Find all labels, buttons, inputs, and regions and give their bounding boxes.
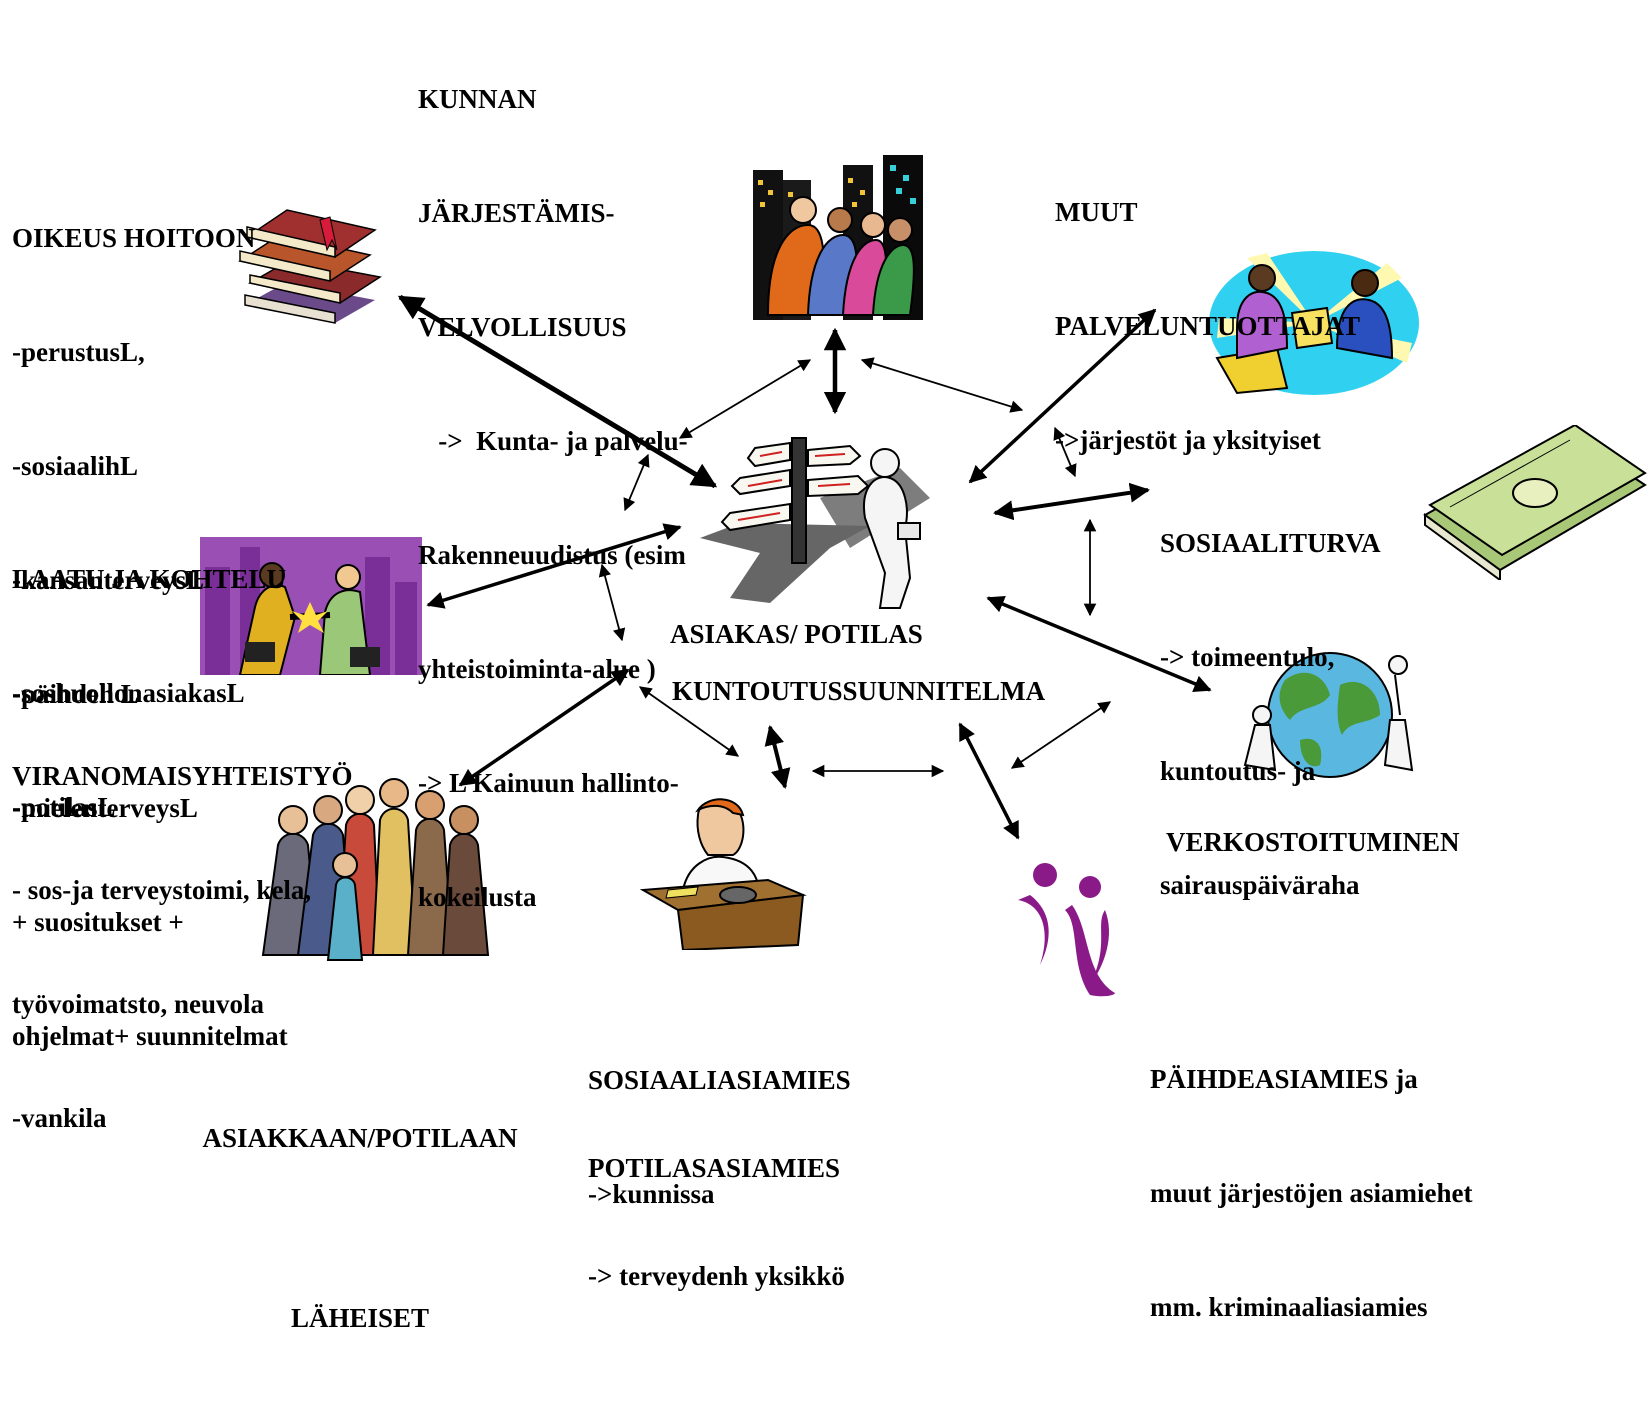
viranomais-line: - sos-ja terveystoimi, kela, — [12, 875, 312, 905]
laatu-line: LAATU JA KOHTELU — [12, 564, 287, 594]
phone-person-icon — [639, 798, 807, 950]
arrow-viranomais — [458, 668, 630, 787]
sosiaaliturva-line: kuntoutus- ja — [1160, 756, 1316, 786]
business-people-icon — [753, 155, 923, 320]
arrow-laatu — [426, 523, 682, 609]
kunta-block: KUNNAN JÄRJESTÄMIS- VELVOLLISUUS -> Kunt… — [418, 4, 688, 954]
muut-block: MUUT PALVELUNTUOTTAJAT ->järjestöt ja yk… — [1055, 117, 1360, 497]
sosiaaliturva-line: -> toimeentulo, — [1160, 642, 1335, 672]
potilasasiamies-block: POTILASASIAMIES -> terveydenh yksikkö — [588, 1078, 845, 1330]
center-title: ASIAKAS/ POTILAS — [670, 619, 923, 649]
muut-line: ->järjestöt ja yksityiset — [1055, 425, 1321, 455]
kunta-line: kokeilusta — [418, 882, 537, 912]
handshake-icon — [200, 537, 422, 675]
oikeus-line: -kansanterveysL — [12, 565, 205, 595]
potilasasiamies-line: -> terveydenh yksikkö — [588, 1261, 845, 1291]
sosiaaliasiamies-line: SOSIAALIASIAMIES — [588, 1065, 851, 1095]
oikeus-line: ohjelmat+ suunnitelmat — [12, 1021, 288, 1051]
viranomais-block: VIRANOMAISYHTEISTYÖ - sos-ja terveystoim… — [12, 681, 353, 1175]
connection-arrows — [397, 294, 1212, 840]
arrow-kunta-left — [678, 359, 812, 439]
kunta-line: -> Kunta- ja palvelu- — [418, 426, 688, 456]
purple-figures-logo — [1018, 863, 1115, 997]
deal-icon — [1209, 251, 1419, 395]
arrow-verkosto-paihde — [1010, 701, 1112, 769]
signpost-person-icon — [700, 437, 930, 609]
oikeus-line: + suositukset + — [12, 907, 184, 937]
verkostoituminen-label: VERKOSTOITUMINEN — [1166, 827, 1460, 857]
kunta-line: JÄRJESTÄMIS- — [418, 198, 615, 228]
viranomais-line: -vankila — [12, 1103, 107, 1133]
arrow-sosiaaliasiamies — [764, 725, 791, 789]
laheiset-block: ASIAKKAAN/POTILAAN LÄHEISET — [160, 988, 560, 1408]
kunta-line: -> L Kainuun hallinto- — [418, 768, 679, 798]
arrow-kunta-right — [860, 357, 1024, 413]
oikeus-line: -päihdeh L — [12, 679, 139, 709]
paihde-line: mm. kriminaaliasiamies — [1150, 1292, 1428, 1322]
oikeus-line: OIKEUS HOITOON — [12, 223, 256, 253]
arrow-laatu-viran — [598, 563, 626, 642]
laatu-line: -soshuollonasiakasL — [12, 678, 245, 708]
laheiset-line: ASIAKKAAN/POTILAAN — [202, 1123, 518, 1153]
money-icon — [1423, 425, 1647, 580]
arrow-verkosto — [986, 595, 1212, 693]
muut-line: MUUT — [1055, 197, 1138, 227]
center-subtitle: KUNTOUTUSSUUNNITELMA — [672, 676, 1046, 706]
sosiaaliturva-line: SOSIAALITURVA — [1160, 528, 1381, 558]
arrow-oikeus — [397, 294, 718, 489]
books-icon — [238, 209, 382, 324]
laheiset-line: LÄHEISET — [290, 1303, 430, 1333]
laatu-block: LAATU JA KOHTELU -soshuollonasiakasL -po… — [12, 484, 286, 864]
kunta-line: KUNNAN — [418, 84, 537, 114]
kunta-line: Rakenneuudistus (esim — [418, 540, 686, 570]
arrow-oikeus-laatu — [623, 453, 650, 512]
oikeus-line: -sosiaalihL — [12, 451, 139, 481]
sosiaaliturva-line: sairauspäiväraha — [1160, 870, 1360, 900]
oikeus-line: -mielenterveysL — [12, 793, 198, 823]
viranomais-line: työvoimatsto, neuvola — [12, 989, 264, 1019]
arrow-sosiaaliasiamies-diag — [638, 686, 740, 757]
arrow-muut — [968, 308, 1157, 484]
crowd-icon — [261, 778, 490, 961]
oikeus-line: -perustusL, — [12, 337, 145, 367]
kunta-line: yhteistoiminta-alue ) — [418, 654, 656, 684]
arrow-muut-sosiaali — [1053, 426, 1077, 478]
laatu-line: -potilasL — [12, 792, 116, 822]
globe-people-icon — [1243, 652, 1414, 778]
oikeus-hoitoon-block: OIKEUS HOITOON -perustusL, -sosiaalihL -… — [12, 143, 288, 1093]
paihde-line: muut järjestöjen asiamiehet — [1150, 1178, 1473, 1208]
paihde-line: PÄIHDEASIAMIES ja — [1150, 1064, 1418, 1094]
kunta-line: VELVOLLISUUS — [418, 312, 627, 342]
paihdeasiamies-block: PÄIHDEASIAMIES ja muut järjestöjen asiam… — [1150, 984, 1472, 1364]
muut-line: PALVELUNTUOTTAJAT — [1055, 311, 1361, 341]
arrow-sosiaaliturva — [993, 482, 1150, 521]
sosiaaliturva-block: SOSIAALITURVA -> toimeentulo, kuntoutus-… — [1160, 448, 1381, 942]
arrow-paihde — [958, 722, 1020, 840]
viranomais-line: VIRANOMAISYHTEISTYÖ — [12, 761, 353, 791]
potilasasiamies-line: POTILASASIAMIES — [588, 1153, 841, 1183]
